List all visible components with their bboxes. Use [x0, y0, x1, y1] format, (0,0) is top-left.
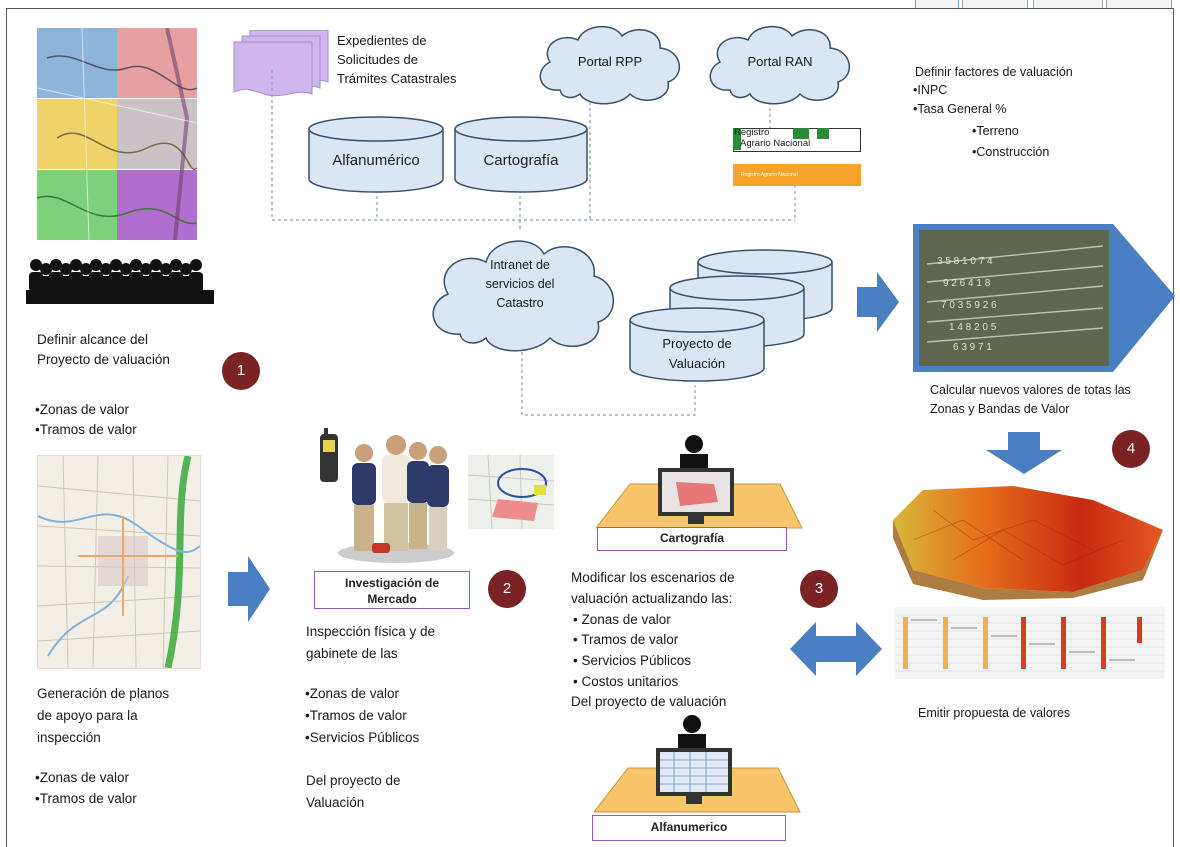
arrow-right-icon — [857, 272, 899, 332]
factors-subitem: •Construcción — [972, 145, 1050, 159]
cartografia-database — [454, 116, 588, 193]
zone-map-mosaic — [37, 28, 197, 240]
ran-logo-bar: Registro Agrario Nacional — [733, 164, 861, 186]
step-number-2: 2 — [488, 570, 526, 608]
support-plan-map — [37, 455, 201, 669]
inspection-map-icon — [468, 455, 554, 529]
step1-item: •Zonas de valor — [35, 402, 130, 417]
cartografia-label: Cartografía — [483, 152, 559, 169]
step2-footer: Del proyecto de Valuación — [306, 773, 401, 810]
portal-ran-cloud — [709, 26, 851, 105]
svg-text:1 4 8 2 0 5: 1 4 8 2 0 5 — [949, 322, 997, 333]
step2-item: •Zonas de valor — [305, 686, 400, 701]
alfanumerico-box: Alfanumerico — [592, 815, 786, 841]
svg-text:6 3 9 7 1: 6 3 9 7 1 — [953, 342, 992, 353]
step-number-1: 1 — [222, 352, 260, 390]
step-number-4: 4 — [1112, 430, 1150, 468]
alfanumerico-workstation — [594, 715, 801, 813]
step3-item: • Zonas de valor — [573, 612, 671, 627]
ran-logo-line2: Agrario Nacional — [740, 138, 811, 149]
step2-title: Inspección física y de gabinete de las — [306, 624, 436, 661]
emit-proposal-text: Emitir propuesta de valores — [918, 706, 1071, 720]
alfanumerico-database — [308, 116, 444, 193]
planos-item: •Zonas de valor — [35, 770, 130, 785]
step3-item: • Servicios Públicos — [573, 653, 692, 668]
portal-rpp-label: Portal RPP — [577, 54, 643, 69]
portal-rpp-cloud — [539, 26, 681, 105]
factors-item: •INPC — [913, 83, 948, 97]
field-team-photo — [338, 435, 454, 563]
intranet-label: Intranet de servicios del Catastro — [485, 258, 555, 310]
value-heatmap-3d — [893, 486, 1163, 600]
values-table-thumbnail — [895, 607, 1165, 679]
proyecto-database-stack — [629, 249, 833, 382]
factors-title: Definir factores de valuación — [915, 65, 1073, 79]
cartografia-box: Cartografía — [597, 527, 787, 551]
ran-logo-line1: Registro — [734, 127, 770, 138]
portal-ran-label: Portal RAN — [747, 54, 813, 69]
step3-footer: Del proyecto de valuación — [571, 694, 727, 709]
calc-values-text: Calcular nuevos valores de totas las Zon… — [930, 383, 1131, 416]
step1-item: •Tramos de valor — [35, 422, 137, 437]
double-arrow-icon — [790, 622, 882, 676]
step-number-3: 3 — [800, 570, 838, 608]
step3-item: • Tramos de valor — [573, 632, 679, 647]
documents-label: Expedientes de Solicitudes de Trámites C… — [337, 33, 457, 86]
factors-item: •Tasa General % — [913, 102, 1007, 116]
svg-text:3 5 8 1 0 7 4: 3 5 8 1 0 7 4 — [937, 256, 993, 267]
planos-title: Generación de planos de apoyo para la in… — [37, 686, 170, 745]
ran-logo: Registro Agrario Nacional Registro Agrar… — [733, 124, 861, 188]
step3-item: • Costos unitarios — [573, 674, 679, 689]
step2-item: •Tramos de valor — [305, 708, 407, 723]
documents-stack-icon — [233, 30, 329, 97]
step3-title: Modificar los escenarios de valuación ac… — [571, 570, 735, 606]
arrow-down-icon — [986, 432, 1062, 474]
step1-title: Definir alcance del Proyecto de valuació… — [37, 332, 170, 367]
people-group-icon — [26, 259, 214, 304]
cartografia-workstation — [596, 435, 803, 529]
data-calculation-panel: 3 5 8 1 0 7 4 9 2 6 4 1 8 7 0 3 5 9 2 6 1 4… — [913, 224, 1175, 372]
planos-item: •Tramos de valor — [35, 791, 137, 806]
market-research-box: Investigación de Mercado — [314, 571, 470, 609]
alfanumerico-label: Alfanumérico — [332, 152, 420, 169]
gps-device-icon — [320, 428, 338, 482]
arrow-right-icon — [228, 556, 270, 622]
intranet-cloud — [432, 240, 614, 352]
svg-text:7 0 3 5 9 2 6: 7 0 3 5 9 2 6 — [941, 300, 997, 311]
factors-subitem: •Terreno — [972, 124, 1019, 138]
svg-text:9 2 6 4 1 8: 9 2 6 4 1 8 — [943, 278, 991, 289]
proyecto-label: Proyecto de Valuación — [662, 336, 732, 371]
step2-item: •Servicios Públicos — [305, 730, 420, 745]
diagram-frame — [6, 8, 1174, 847]
